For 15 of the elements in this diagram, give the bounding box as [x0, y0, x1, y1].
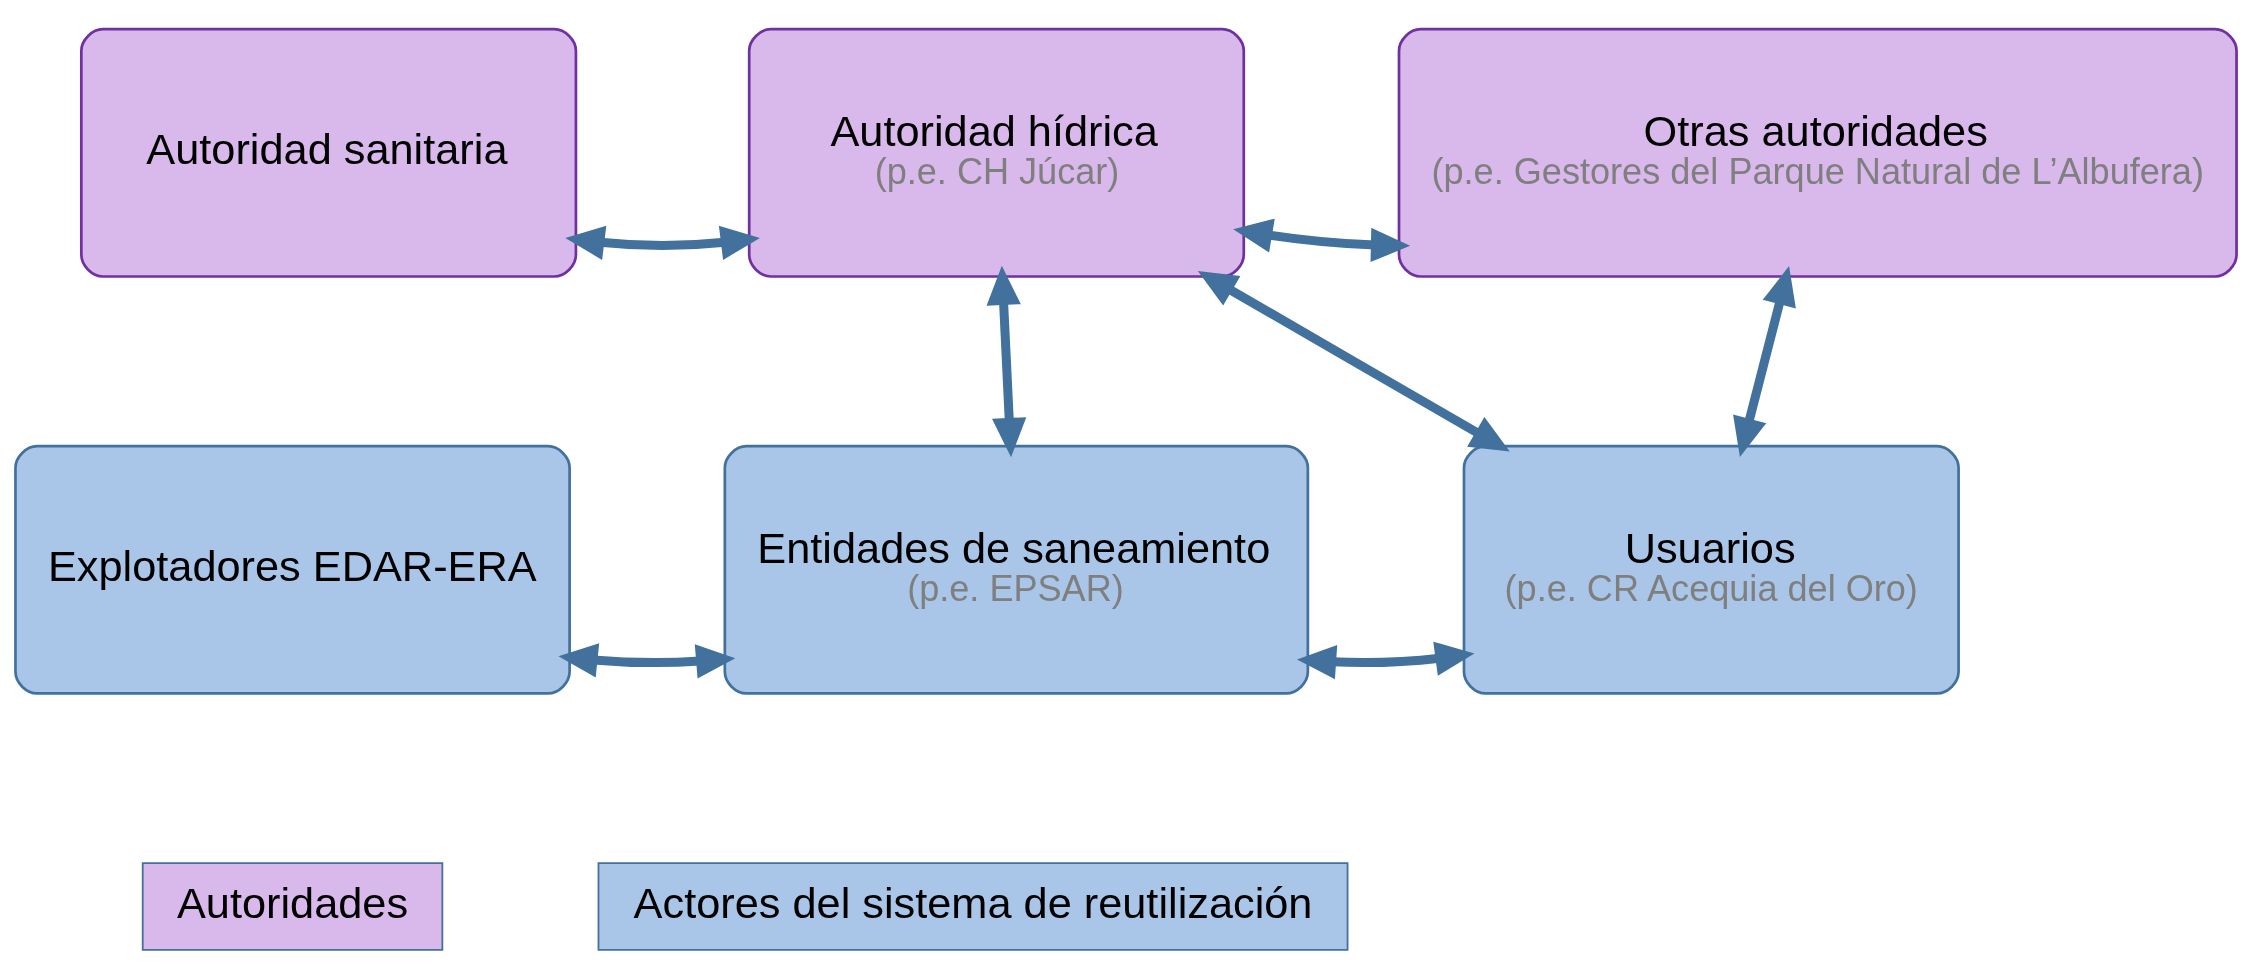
node-box: Autoridad hídrica (p.e. CH Júcar) — [747, 27, 1246, 278]
arrow — [986, 265, 1027, 457]
arrow — [1233, 218, 1411, 262]
arrow — [565, 225, 760, 260]
arrow — [558, 642, 736, 678]
node-box: Entidades de saneamiento (p.e. EPSAR) — [723, 444, 1310, 695]
node-box: Usuarios (p.e. CR Acequia del Oro) — [1462, 444, 1960, 695]
legend-label: Actores del sistema de reutilización — [633, 878, 1313, 927]
arrow — [1296, 641, 1475, 679]
legend-label: Autoridades — [176, 878, 409, 927]
arrow — [1733, 265, 1796, 457]
node-box: Autoridad sanitaria — [80, 27, 578, 278]
arrow — [1197, 270, 1510, 451]
node-box: Explotadores EDAR-ERA — [14, 444, 571, 695]
node-box: Otras autoridades (p.e. Gestores del Parque Natural de L’Albufera) — [1397, 27, 2238, 278]
